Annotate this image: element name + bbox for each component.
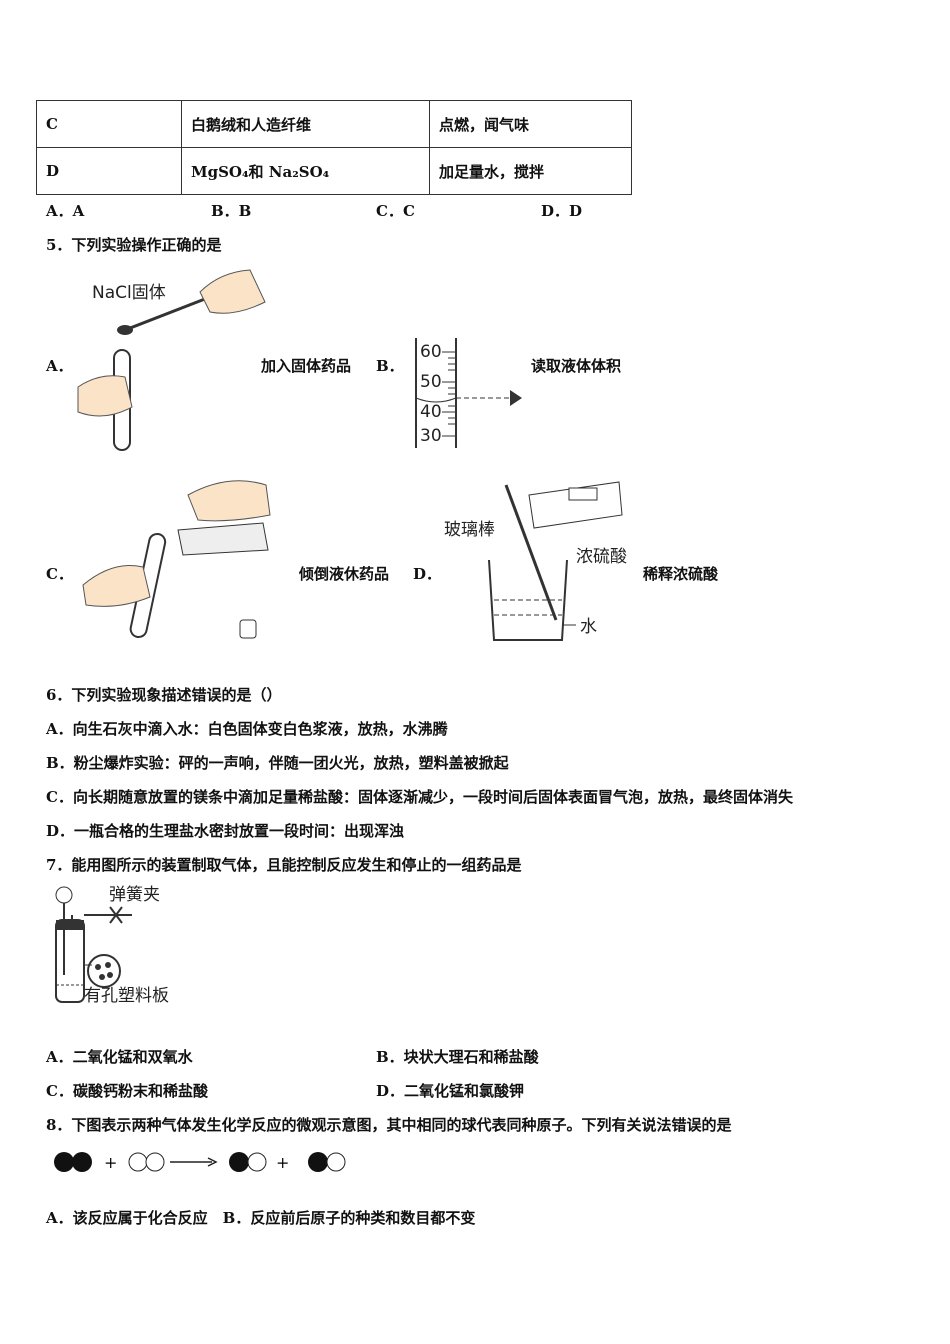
table-row: D MgSO₄和 Na₂SO₄ 加足量水，搅拌 (36, 147, 632, 195)
white-atom (128, 1152, 148, 1172)
q7-option-a: A．二氧化锰和双氧水 (46, 1048, 193, 1066)
q5-option-a-caption: 加入固体药品 (261, 357, 352, 375)
table-cell: 加足量水，搅拌 (429, 147, 632, 195)
q7-option-c: C．碳酸钙粉末和稀盐酸 (46, 1082, 208, 1100)
q4-option-c: C．C (376, 202, 415, 220)
black-atom (54, 1152, 74, 1172)
black-atom (308, 1152, 328, 1172)
q6-stem: 6．下列实验现象描述错误的是（） (46, 686, 282, 704)
black-atom (72, 1152, 92, 1172)
nacl-label: NaCl固体 (92, 283, 166, 303)
solid-reagent-figure: NaCl固体 (77, 269, 266, 451)
q6-option-d: D．一瓶合格的生理盐水密封放置一段时间：出现浑浊 (46, 822, 405, 840)
q5-stem: 5．下列实验操作正确的是 (46, 236, 222, 254)
white-atom (247, 1152, 267, 1172)
table-row: C 白鹅绒和人造纤维 点燃，闻气味 (36, 100, 632, 148)
white-atom (326, 1152, 346, 1172)
diluting-acid-figure: 玻璃棒 浓硫酸 水 (444, 481, 627, 641)
q5-option-b-caption: 读取液体体积 (531, 357, 622, 375)
acid-label: 浓硫酸 (576, 547, 627, 567)
q8-stem: 8．下图表示两种气体发生化学反应的微观示意图，其中相同的球代表同种原子。下列有关… (46, 1116, 732, 1134)
q5-option-b-letter: B． (376, 357, 404, 375)
eye-icon (510, 390, 522, 406)
table-cell: 白鹅绒和人造纤维 (181, 100, 430, 148)
q5-option-d-caption: 稀释浓硫酸 (643, 565, 719, 583)
q6-option-c: C．向长期随意放置的镁条中滴加足量稀盐酸：固体逐渐减少，一段时间后固体表面冒气泡… (46, 788, 793, 806)
clamp-label: 弹簧夹 (109, 885, 160, 905)
glass-rod-label: 玻璃棒 (444, 520, 495, 540)
black-atom (229, 1152, 249, 1172)
water-label: 水 (580, 617, 597, 637)
q6-option-a: A．向生石灰中滴入水：白色固体变白色浆液，放热，水沸腾 (46, 720, 448, 738)
tick-label: 30 (420, 426, 442, 446)
q4-option-a: A．A (46, 202, 85, 220)
table-cell: D (36, 147, 182, 195)
graduated-cylinder-figure: 60 50 40 30 (415, 338, 522, 448)
q8-options: A．该反应属于化合反应 B．反应前后原子的种类和数目都不变 (46, 1209, 476, 1227)
plate-label: 有孔塑料板 (84, 986, 169, 1006)
q5-option-c-caption: 倾倒液休药品 (299, 565, 390, 583)
plus-sign: + (104, 1153, 117, 1172)
q6-option-b: B．粉尘爆炸实验：砰的一声响，伴随一团火光，放热，塑料盖被掀起 (46, 754, 509, 772)
reaction-diagram: + + (54, 1152, 346, 1172)
q5-option-c-letter: C． (46, 565, 73, 583)
white-atom (145, 1152, 165, 1172)
tick-label: 60 (420, 342, 442, 362)
q4-option-d: D．D (541, 202, 583, 220)
comparison-table: C 白鹅绒和人造纤维 点燃，闻气味 D MgSO₄和 Na₂SO₄ 加足量水，搅… (36, 100, 632, 195)
gas-apparatus-figure: 弹簧夹 有孔塑料板 (55, 885, 169, 1006)
q4-option-b: B．B (211, 202, 252, 220)
q7-option-d: D．二氧化锰和氯酸钾 (376, 1082, 525, 1100)
pouring-liquid-figure (82, 480, 271, 639)
plus-sign: + (276, 1153, 289, 1172)
table-cell: MgSO₄和 Na₂SO₄ (181, 147, 430, 195)
q5-option-a-letter: A． (46, 357, 73, 375)
q7-option-b: B．块状大理石和稀盐酸 (376, 1048, 539, 1066)
tick-label: 50 (420, 372, 442, 392)
q7-stem: 7．能用图所示的装置制取气体，且能控制反应发生和停止的一组药品是 (46, 856, 522, 874)
q5-option-d-letter: D． (413, 565, 442, 583)
table-cell: 点燃，闻气味 (429, 100, 632, 148)
table-cell: C (36, 100, 182, 148)
tick-label: 40 (420, 402, 442, 422)
